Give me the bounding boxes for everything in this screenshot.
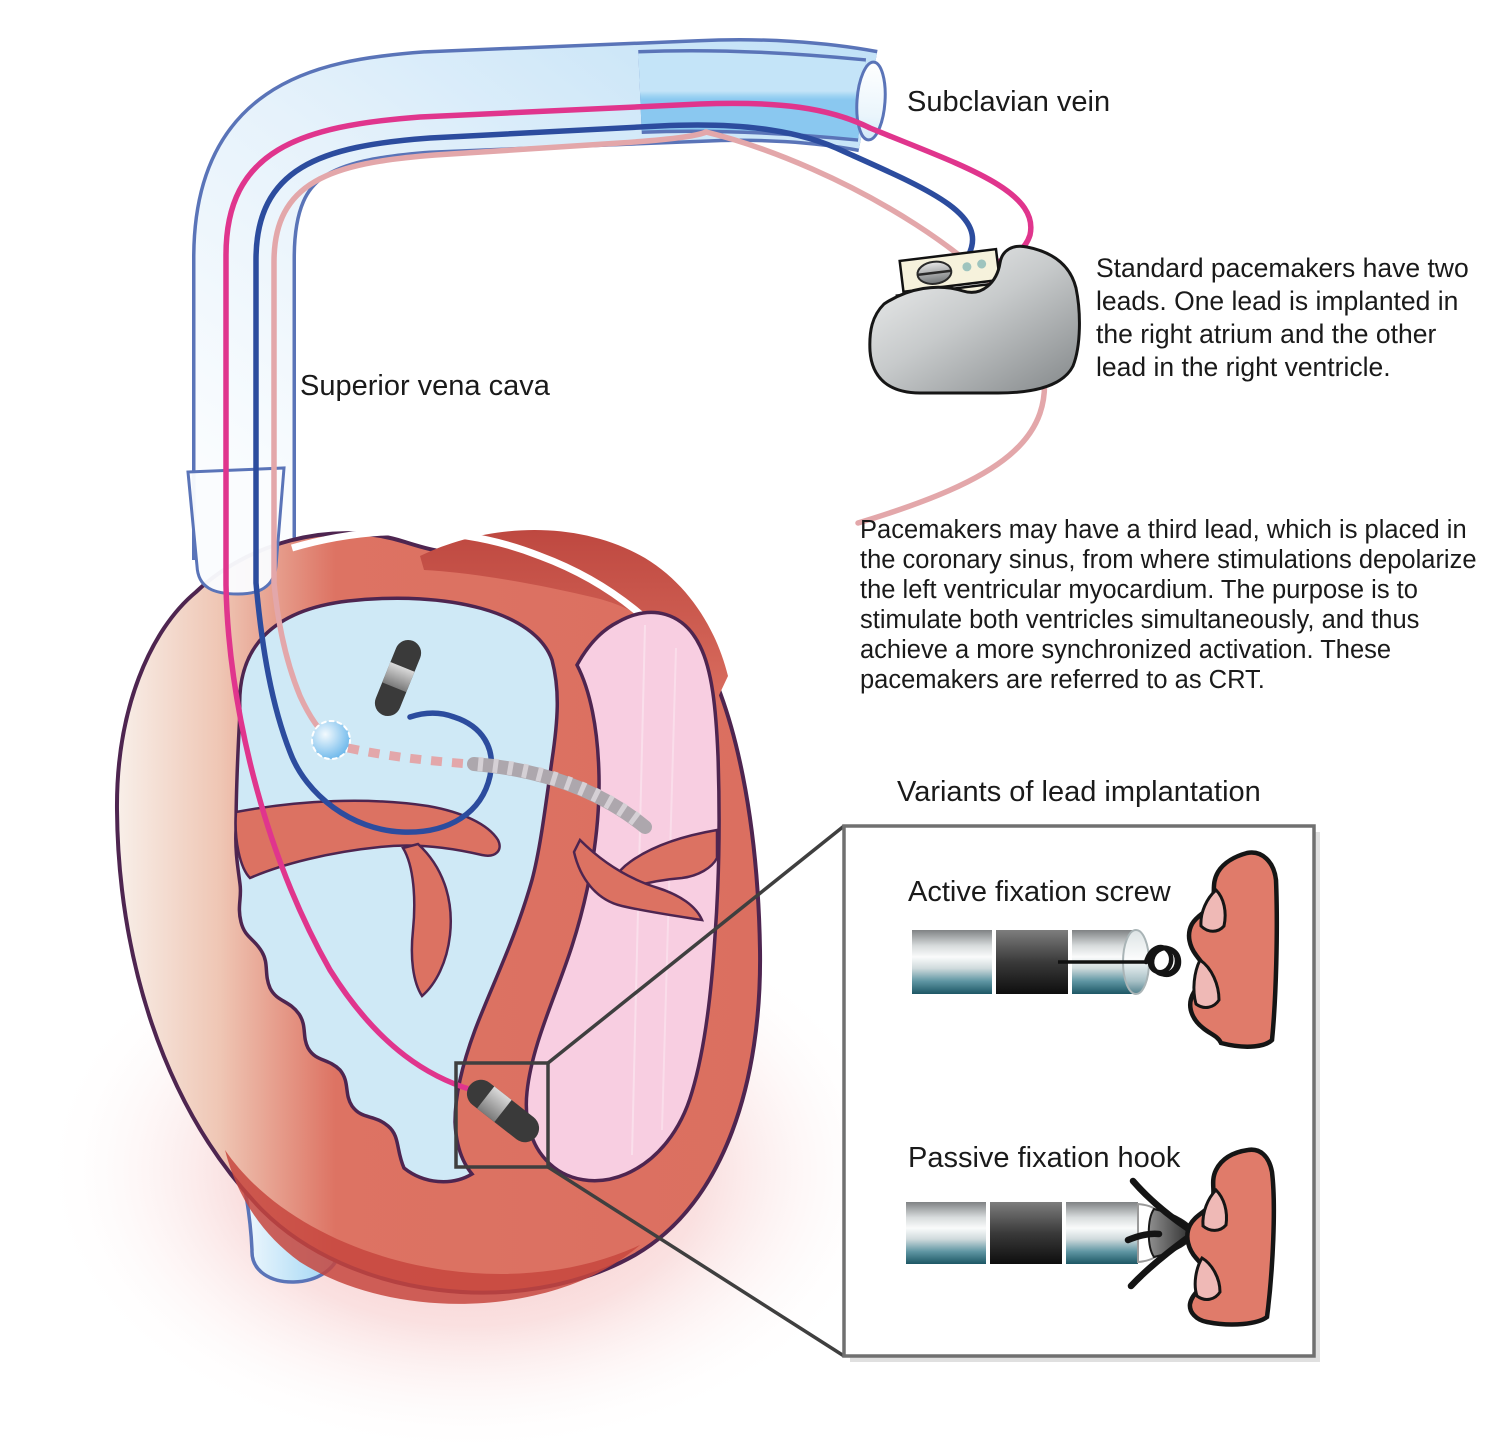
lead-segment [912,930,992,994]
annotation-crt-pacemaker: Pacemakers may have a third lead, which … [860,516,1477,694]
lead-segment [906,1202,986,1264]
tricuspid-valve-flaps [234,799,501,998]
annotation-standard-pacemaker: Standard pacemakers have two leads. One … [1096,253,1469,382]
callout-line-bottom [547,1165,845,1358]
label-passive-fixation: Passive fixation hook [908,1142,1181,1174]
subclavian-vein-segment [638,49,887,142]
pacemaker-body [868,244,1081,395]
fixation-hooks [1124,1177,1194,1290]
label-superior-vena-cava: Superior vena cava [300,370,550,402]
atrial-electrode [374,639,422,717]
mitral-valve-flaps [572,828,719,922]
active-lead-graphic [912,850,1280,1049]
vein-entry-stub [186,466,286,596]
label-subclavian-vein: Subclavian vein [907,86,1111,118]
third-lead-coronary-sinus [271,129,1048,743]
inset-title: Variants of lead implantation [897,776,1261,808]
indicator-dot [977,259,987,269]
passive-lead-graphic [906,1147,1277,1327]
bottom-shade [225,1150,640,1304]
vein-opening [855,60,887,142]
atrial-lead [253,122,976,835]
tissue-notch [1193,1255,1222,1301]
tissue-notch [1199,887,1227,933]
lead-tip-ball [311,720,351,760]
screw-coil [1143,944,1182,977]
superior-vena-cava-tube [192,38,878,560]
ventricular-electrode [466,1079,540,1143]
heart-top-lobe [420,530,728,710]
label-active-fixation: Active fixation screw [908,876,1171,908]
chamber-streak [661,647,677,1131]
tissue-notch [1192,957,1221,1009]
pacemaker-device [868,244,1081,395]
lead-segment-dark [996,930,1068,994]
lead-segment [1066,1202,1138,1264]
indicator-dot [962,262,972,272]
callout-line-top [546,824,846,1065]
lead-segment-dark [990,1202,1062,1264]
coronary-sinus-lead-dashed [347,743,471,769]
ventricular-lead [223,100,1034,1093]
pacemaker-leads [223,100,1048,1093]
callout-square [454,1061,550,1169]
tissue-notch [1201,1187,1228,1232]
